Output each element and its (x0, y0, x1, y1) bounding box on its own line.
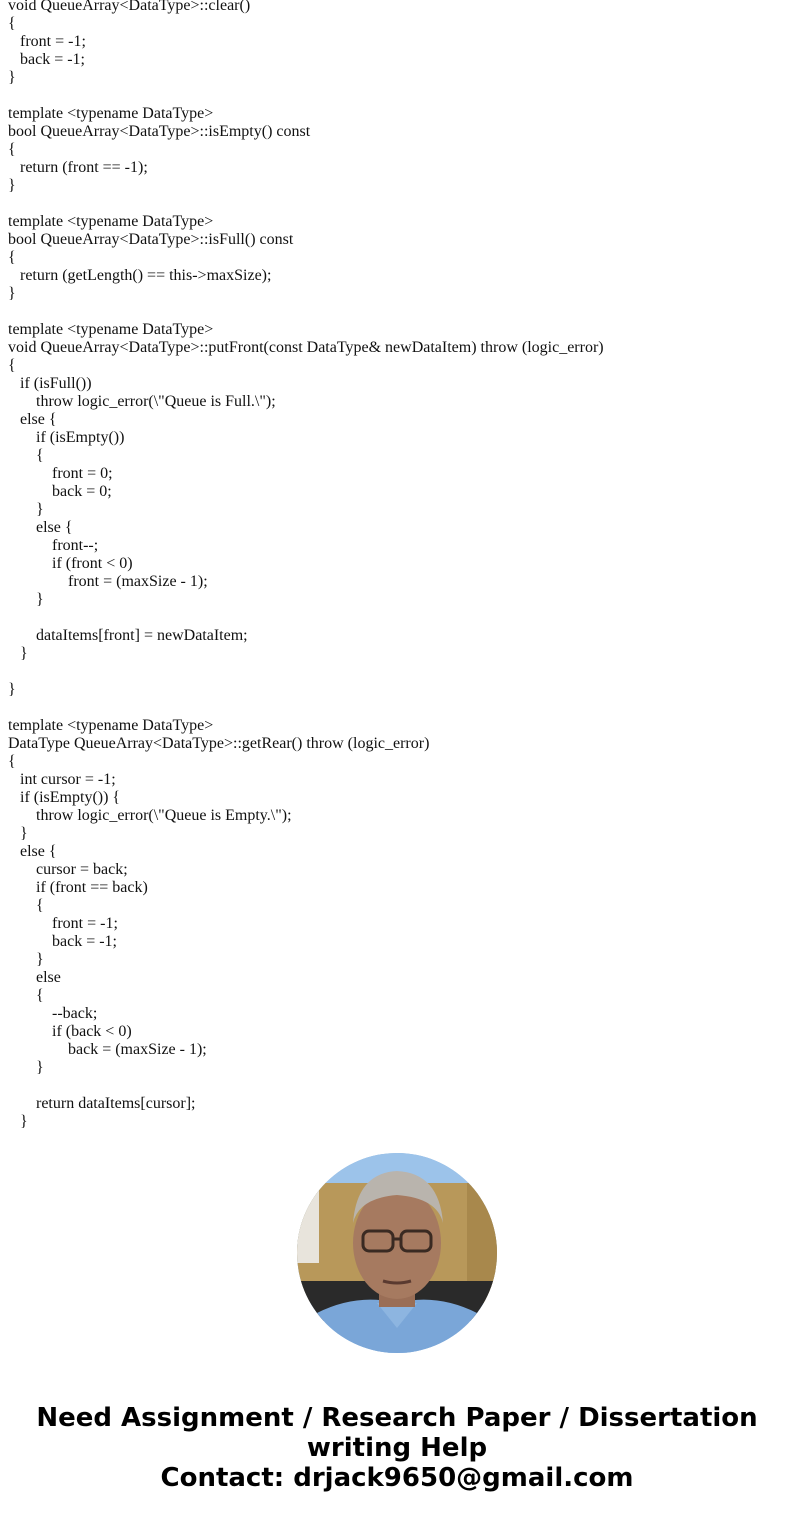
code-line: } (20, 825, 28, 842)
code-line: if (front == back) (36, 879, 148, 896)
code-line: --back; (52, 1005, 98, 1022)
contact-email: Contact: drjack9650@gmail.com (160, 1463, 634, 1493)
code-line (8, 303, 604, 321)
code-line: front = -1; (20, 33, 86, 50)
code-line: } (20, 645, 28, 662)
code-line: { (8, 357, 16, 374)
code-line (8, 195, 604, 213)
code-line: } (36, 591, 44, 608)
code-line: { (8, 753, 16, 770)
code-line: else { (36, 519, 73, 536)
code-line (8, 87, 604, 105)
contact-banner: Need Assignment / Research Paper / Disse… (0, 1403, 794, 1493)
code-line: throw logic_error(\"Queue is Full.\"); (36, 393, 276, 410)
code-line: template <typename DataType> (8, 321, 214, 338)
code-line: { (36, 987, 44, 1004)
code-line: } (8, 177, 16, 194)
banner-headline: Need Assignment / Research Paper / Disse… (36, 1403, 758, 1433)
code-line: } (36, 501, 44, 518)
code-line: back = -1; (20, 51, 85, 68)
code-line: if (front < 0) (52, 555, 133, 572)
code-line: DataType QueueArray<DataType>::getRear()… (8, 735, 430, 752)
code-line: { (8, 249, 16, 266)
code-line: { (8, 15, 16, 32)
code-line: } (20, 1113, 28, 1130)
code-line: { (36, 447, 44, 464)
code-line: { (36, 897, 44, 914)
code-line: front = -1; (52, 915, 118, 932)
code-line: throw logic_error(\"Queue is Empty.\"); (36, 807, 292, 824)
author-avatar (297, 1153, 497, 1353)
code-line: front--; (52, 537, 99, 554)
code-line: if (back < 0) (52, 1023, 132, 1040)
code-line: void QueueArray<DataType>::clear() (8, 0, 251, 14)
code-line: back = 0; (52, 483, 112, 500)
code-line (8, 663, 604, 681)
banner-subheadline: writing Help (306, 1433, 488, 1463)
code-line (8, 1077, 604, 1095)
code-line: template <typename DataType> (8, 717, 214, 734)
code-line: dataItems[front] = newDataItem; (36, 627, 248, 644)
code-line: } (36, 951, 44, 968)
portrait-photo-icon (297, 1153, 497, 1353)
code-line: bool QueueArray<DataType>::isEmpty() con… (8, 123, 311, 140)
code-line (8, 699, 604, 717)
code-line: } (36, 1059, 44, 1076)
code-line: if (isFull()) (20, 375, 92, 392)
code-line: back = (maxSize - 1); (68, 1041, 207, 1058)
code-line: return (getLength() == this->maxSize); (20, 267, 272, 284)
code-line: else { (20, 411, 57, 428)
code-line: } (8, 285, 16, 302)
code-line: } (8, 681, 16, 698)
code-line: return dataItems[cursor]; (36, 1095, 196, 1112)
code-line: else (36, 969, 61, 986)
code-line: template <typename DataType> (8, 105, 214, 122)
code-line: bool QueueArray<DataType>::isFull() cons… (8, 231, 294, 248)
code-line: template <typename DataType> (8, 213, 214, 230)
code-line: if (isEmpty()) { (20, 789, 121, 806)
code-line: { (8, 141, 16, 158)
code-line (8, 609, 604, 627)
code-line: else { (20, 843, 57, 860)
code-line: int cursor = -1; (20, 771, 116, 788)
code-line: void QueueArray<DataType>::putFront(cons… (8, 339, 604, 356)
code-line: return (front == -1); (20, 159, 148, 176)
code-line: } (8, 69, 16, 86)
code-block: void QueueArray<DataType>::clear(){front… (8, 0, 604, 1131)
code-line: front = (maxSize - 1); (68, 573, 208, 590)
code-line: back = -1; (52, 933, 117, 950)
code-line: if (isEmpty()) (36, 429, 125, 446)
code-line: front = 0; (52, 465, 113, 482)
code-line: cursor = back; (36, 861, 128, 878)
